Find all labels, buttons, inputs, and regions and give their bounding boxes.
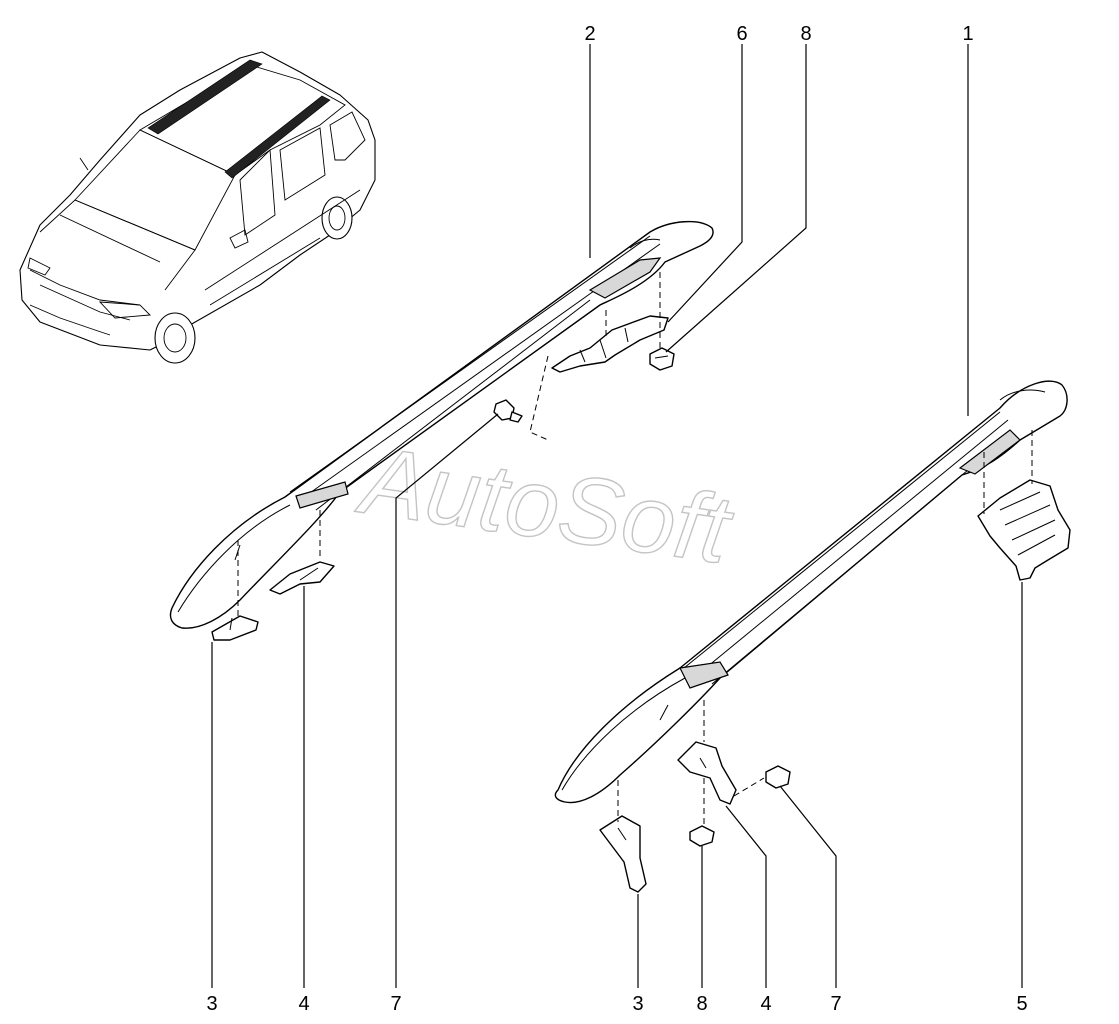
bracket-3-right <box>599 815 647 893</box>
bolt-7-left <box>493 399 523 423</box>
callout-3-left: 3 <box>206 993 217 1015</box>
callout-2: 2 <box>584 23 595 45</box>
bracket-4-left <box>269 561 335 595</box>
callout-4-right: 4 <box>760 993 771 1015</box>
bracket-5 <box>977 479 1071 581</box>
callout-7-left: 7 <box>390 993 401 1015</box>
callout-4-left: 4 <box>298 993 309 1015</box>
bolt-7-right <box>765 765 791 789</box>
callout-5: 5 <box>1016 993 1027 1015</box>
nut-8-right <box>689 825 715 847</box>
leader-lines <box>211 44 1023 988</box>
bracket-3-left <box>211 615 259 641</box>
car-thumbnail-illustration <box>19 51 376 364</box>
callout-labels: 2 6 8 1 3 4 7 3 8 4 7 5 <box>206 23 1027 1015</box>
callout-6: 6 <box>736 23 747 45</box>
roof-rail-right <box>554 380 1068 804</box>
roof-rail-left <box>169 220 714 629</box>
bracket-6 <box>551 315 669 373</box>
nut-8-top <box>649 347 675 371</box>
callout-3-right: 3 <box>632 993 643 1015</box>
callout-8-bottom: 8 <box>696 993 707 1015</box>
assembly-line <box>529 355 549 441</box>
callout-8-top: 8 <box>800 23 811 45</box>
callout-7-right: 7 <box>830 993 841 1015</box>
callout-1: 1 <box>962 23 973 45</box>
assembly-line <box>733 777 765 797</box>
watermark-logo: AutoSoft <box>351 425 740 585</box>
watermark-text: AutoSoft <box>351 426 739 584</box>
bracket-4-right <box>677 741 737 805</box>
